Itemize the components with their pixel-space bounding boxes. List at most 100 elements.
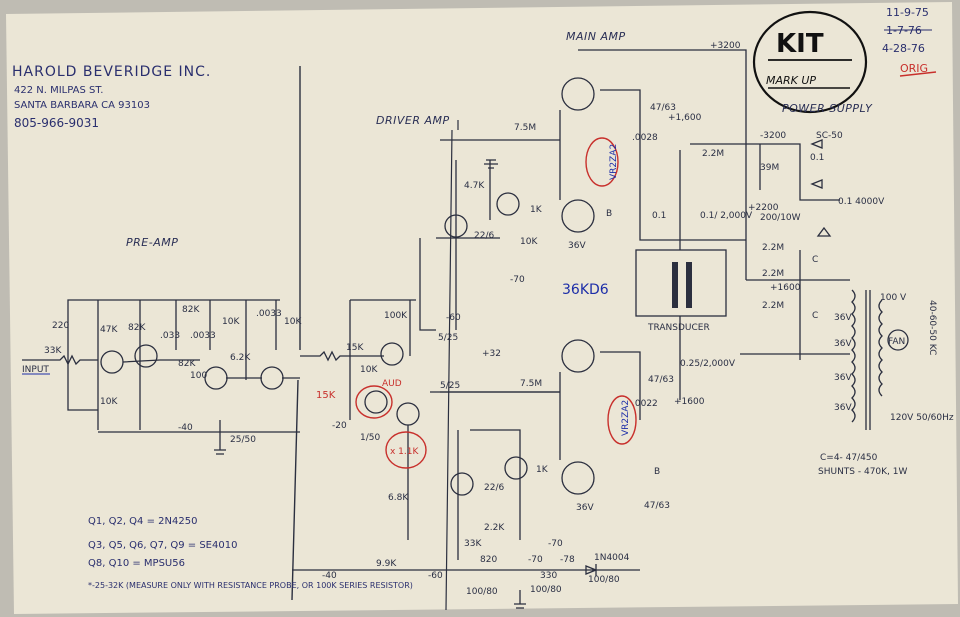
revision-list: 11-9-75 1-7-76 4-28-76 ORIG [882,6,937,77]
r-10k-pre2: 10K [284,317,302,327]
c-00330: .0033 [256,309,282,319]
company-street: 422 N. MILPAS ST. [14,85,103,96]
transistor-q6 [364,390,388,414]
c-100-80-a: 100/80 [466,587,498,597]
xfmr-tap-b: 36V [834,339,852,349]
shunt-note: SHUNTS - 470K, 1W [818,467,908,477]
paper [6,2,958,614]
tube-type-label: 36KD6 [562,282,609,298]
transducer-plate-b [686,262,692,308]
b-bot: B [654,467,660,477]
r-33k: 33K [464,539,482,549]
v-minus60-a: -60 [446,313,461,323]
red-15k: 15K [316,390,336,401]
transistor-q8 [444,214,468,238]
c-100-80-c: 100/80 [588,575,620,585]
r-2-2m-d: 2.2M [762,301,784,311]
r-100: 100 [190,371,207,381]
c-100-80-b: 100/80 [530,585,562,595]
tube-upper-output [561,77,595,111]
c-47-63-a: 47/63 [650,103,676,113]
revision-1: 11-9-75 [886,6,929,19]
r-6-2k: 6.2K [230,353,251,363]
c-0033: .0033 [190,331,216,341]
c-22-6-b: 22/6 [484,483,504,493]
v-minus78: -78 [560,555,575,565]
red-circle-1-1k [385,431,427,469]
company-header: HAROLD BEVERIDGE INC. 422 N. MILPAS ST. … [12,64,210,130]
revision-3: 4-28-76 [882,42,925,55]
v-minus70-b: -70 [528,555,543,565]
ps-c2: C [812,311,818,321]
r-7-5m-top: 7.5M [514,123,536,133]
c-5-25-b: 5/25 [440,381,460,391]
tube-lower-driver [561,461,595,495]
r-2-2m-b: 2.2M [762,243,784,253]
c-0028-a: .0028 [632,133,658,143]
r-82k-a: 82K [128,323,146,333]
r-7-5m-bot: 7.5M [520,379,542,389]
r-2-2k: 2.2K [484,523,505,533]
b-top: B [606,209,612,219]
note-4: *-25-32K (MEASURE ONLY WITH RESISTANCE P… [88,581,413,590]
c-0-25: 0.25/2,000V [680,359,736,369]
fan-symbol [887,329,909,351]
input-label: INPUT [22,365,49,375]
section-main-amp: MAIN AMP [566,30,626,43]
transducer-box [635,249,727,317]
r-820: 820 [480,555,497,565]
c-220: 220 [52,321,69,331]
tube-lower-output [561,339,595,373]
divider-preamp-driver [291,66,301,601]
company-city: SANTA BARBARA CA 93103 [14,100,150,111]
transformer-primary [878,299,883,397]
r-10k-a: 10K [520,237,538,247]
c-5-25-a: 5/25 [438,333,458,343]
v-minus20: -20 [332,421,347,431]
red-aud: AUD [382,379,402,389]
c-0-1-small: 0.1/ 2,000V [700,211,753,221]
r-330: 330 [540,571,557,581]
r-10k-b: 10K [360,365,378,375]
transducer-plate-a [672,262,678,308]
c-0-1-4000: 0.1 4000V [838,197,885,207]
transistor-q9 [496,192,520,216]
v-minus3200: -3200 [760,131,786,141]
r-200-10w: 200/10W [760,213,801,223]
r-47k-pre: 47K [100,325,118,335]
fan-label: FAN [888,337,905,347]
ps-sc: SC-50 [816,131,843,141]
r-10k-pre3: 10K [100,397,118,407]
note-2: Q3, Q5, Q6, Q7, Q9 = SE4010 [88,540,237,551]
section-power-supply: POWER SUPPLY [782,102,873,115]
v-plus1600-a: +1,600 [668,113,702,123]
preamp-circuit: INPUT 33K 220 47K 82K 82K 82K .033 .0033… [22,299,302,455]
transistor-q2 [134,344,158,368]
xfmr-120v-label: 120V 50/60Hz [890,413,954,423]
v-minus60-b: -60 [428,571,443,581]
red-circle-q6 [355,385,393,419]
xfmr-primary-label: 100 V [880,293,907,303]
stamp-markup: MARK UP [766,74,816,87]
transistor-q10 [450,472,474,496]
c-47-63-b: 47/63 [648,375,674,385]
v-plus2200: +2200 [748,203,779,213]
r-10k-pre: 10K [222,317,240,327]
c-033: .033 [160,331,180,341]
ps-c: C [812,255,818,265]
power-supply-circuit: -3200 2.2M 39M 0.1 SC-50 0.1 4000V +2200… [690,131,954,477]
transistor-q5 [380,342,404,366]
blue-vr-top: VR2ZA2 [609,144,619,180]
company-phone: 805-966-9031 [14,116,99,130]
red-x-1-1k: x 1.1K [390,447,420,457]
c-47-63-c: 47/63 [644,501,670,511]
v36-b: 36V [576,503,594,513]
note-3: Q8, Q10 = MPSU56 [88,558,185,569]
r-33k-input: 33K [44,346,62,356]
driver-circuit: 15K 10K 100K -20 1/50 6.8K -40 9.9K 15K … [292,159,640,609]
r-9-9k: 9.9K [376,559,397,569]
r-82k-b: 82K [182,305,200,315]
r-2-2m-c: 2.2M [762,269,784,279]
c-22-6-a: 22/6 [474,231,494,241]
